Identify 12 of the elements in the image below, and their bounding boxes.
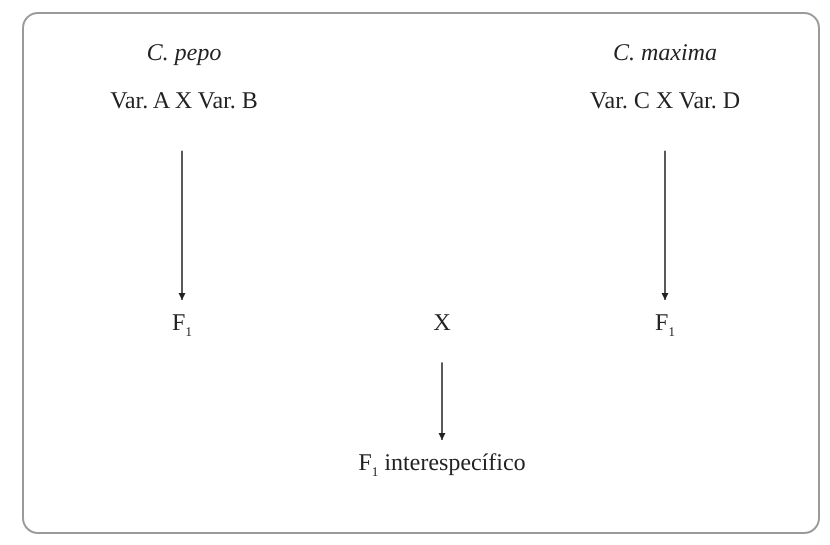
species-heading: C. maxima — [613, 40, 717, 66]
cross-label: F$_{1}$ — [172, 310, 192, 340]
cross-label: F$_{1}$ interespecífico — [358, 450, 526, 480]
cross-label: X — [433, 310, 451, 336]
arrow — [438, 362, 446, 440]
arrow — [178, 150, 186, 300]
arrow — [662, 150, 668, 300]
species-heading: C. pepo — [146, 40, 222, 66]
frame-box — [22, 12, 820, 534]
cross-label: Var. A X Var. B — [110, 88, 258, 115]
cross-label: F$_{1}$ — [655, 310, 675, 340]
cross-label: Var. C X Var. D — [590, 88, 740, 115]
